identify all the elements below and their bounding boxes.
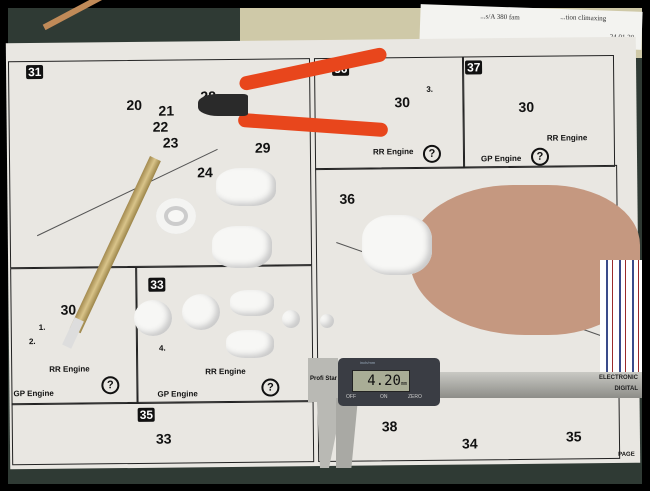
small-part [320, 314, 334, 328]
step-number: 37 [464, 60, 483, 75]
callout: 2. [28, 337, 36, 347]
engine-label: RR Engine [205, 366, 246, 377]
off-button[interactable]: OFF [346, 394, 356, 400]
part-number: 30 [394, 94, 411, 111]
engine-ring [156, 198, 196, 234]
engine-nacelle [362, 215, 432, 275]
caliper-brand: Profi Star [310, 376, 338, 382]
engine-part [212, 226, 272, 268]
part-number: 23 [162, 134, 179, 151]
part-number: 30 [518, 98, 535, 115]
page-label: PAGE [618, 451, 635, 458]
engine-label: RR Engine [546, 133, 588, 143]
engine-label: RR Engine [49, 364, 90, 374]
part-number: 24 [197, 164, 213, 181]
engine-label: GP Engine [13, 388, 54, 399]
scale-label: DIGITAL [614, 386, 638, 392]
part-number: 29 [254, 139, 271, 156]
step-number: 33 [148, 277, 166, 292]
step-number: 35 [137, 407, 156, 422]
part-number: 36 [339, 190, 356, 207]
small-part [282, 310, 300, 328]
shirt-sleeve [600, 260, 642, 380]
part-number: 20 [126, 96, 143, 114]
engine-label: GP Engine [480, 153, 522, 164]
caliper-scale: ELECTRONIC DIGITAL [432, 372, 642, 398]
on-button[interactable]: ON [380, 394, 388, 400]
mode-button[interactable]: inch/mm [360, 360, 376, 365]
note-line: ...tion climaxing [560, 13, 607, 23]
question-icon: ? [261, 378, 280, 397]
engine-part [230, 290, 274, 316]
callout: 1. [38, 322, 46, 332]
part-number: 33 [155, 430, 172, 447]
caliper-reading: 4.20 [367, 373, 401, 389]
fan-disc [134, 300, 172, 336]
part-number: 21 [158, 102, 175, 119]
fan-disc [182, 294, 220, 330]
question-icon: ? [101, 376, 120, 395]
zero-button[interactable]: ZERO [408, 394, 422, 400]
callout: 4. [158, 343, 166, 353]
caliper-jaw [336, 398, 358, 468]
question-icon: ? [530, 147, 550, 166]
part-number: 22 [152, 118, 169, 135]
caliper-unit: mm [400, 381, 407, 387]
scale-label: ELECTRONIC [599, 375, 638, 381]
part-number: 30 [60, 301, 77, 318]
part-number: 35 [565, 428, 582, 445]
note-line: ...s/A 380 fam [480, 12, 520, 22]
engine-part [226, 330, 274, 358]
caliper-display: 4.20mm [352, 370, 410, 392]
question-icon: ? [422, 144, 442, 163]
part-number: 38 [381, 418, 398, 435]
engine-part [216, 168, 276, 206]
part-number: 34 [461, 435, 478, 452]
engine-label: RR Engine [372, 147, 414, 157]
step-number: 31 [26, 64, 44, 80]
pliers-jaw [198, 94, 248, 116]
callout: 3. [426, 84, 434, 94]
engine-label: GP Engine [157, 389, 198, 399]
